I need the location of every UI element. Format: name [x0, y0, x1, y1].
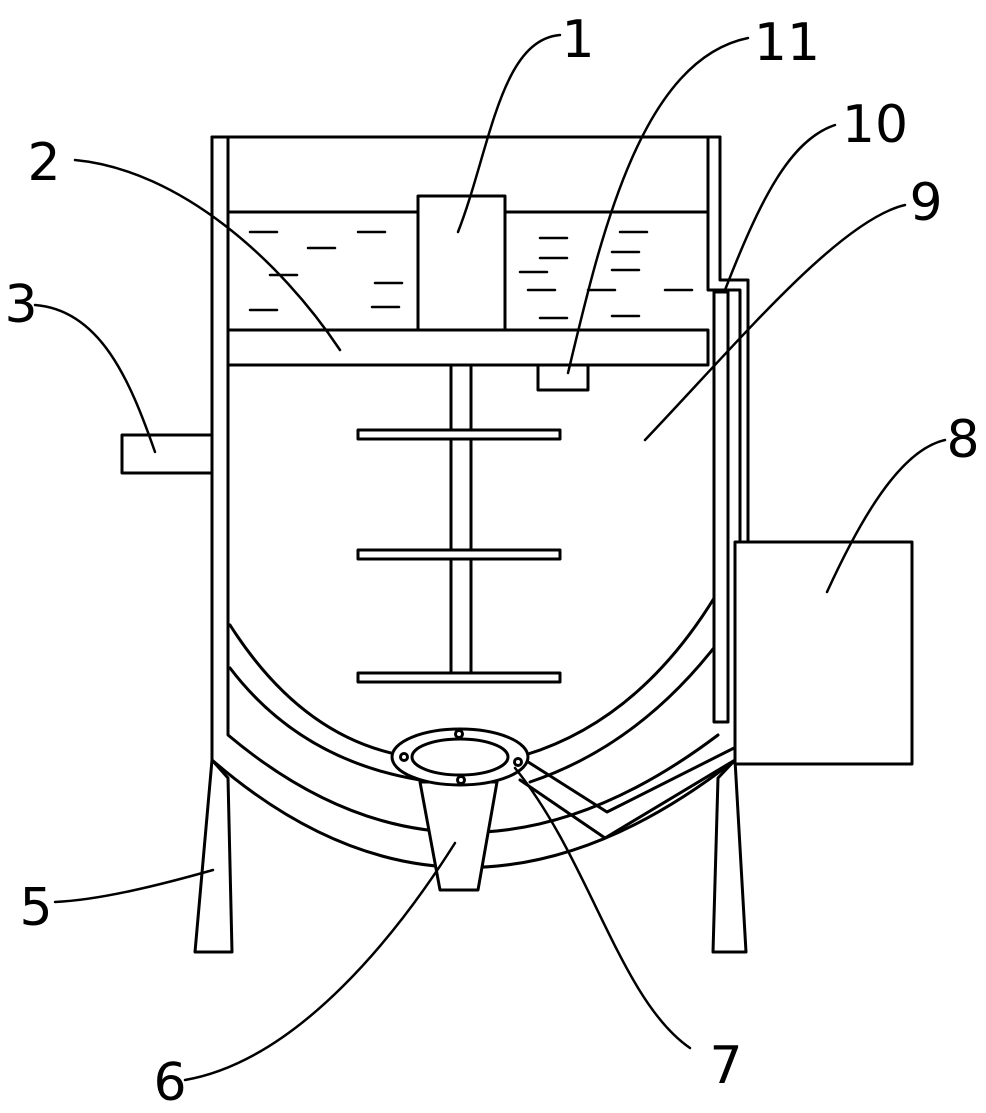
- label-10: 10: [842, 95, 908, 155]
- heating-tube: [712, 290, 730, 724]
- stirrer-blade-top: [356, 428, 562, 441]
- motor: [416, 194, 507, 332]
- liquid-dashes: [248, 230, 694, 320]
- label-7: 7: [709, 1036, 742, 1096]
- vessel-bowl-inner: [228, 666, 422, 782]
- stirrer-shaft: [449, 363, 473, 675]
- outlet-pipe-upper: [523, 743, 742, 814]
- label-11: 11: [754, 13, 820, 73]
- label-8: 8: [946, 410, 979, 470]
- flange: [390, 727, 530, 787]
- partition-plate: [226, 328, 710, 367]
- legs: [193, 758, 748, 954]
- outlet-pipe-lower: [518, 758, 737, 840]
- stirrer-blade-middle: [356, 548, 562, 561]
- sensor: [536, 363, 590, 392]
- label-2: 2: [27, 133, 60, 193]
- outer-shell-right-upper: [718, 135, 750, 547]
- inlet-pipe: [120, 433, 214, 475]
- label-9: 9: [909, 173, 942, 233]
- vessel-bowl-right-outer: [523, 593, 718, 757]
- side-box: [733, 540, 914, 766]
- vessel-bowl-outer: [228, 623, 402, 757]
- stirrer-blade-bottom: [356, 671, 562, 684]
- leader-lines: [33, 33, 947, 1082]
- callout-labels: 1 11 10 9 2 3 8 5 6 7: [4, 10, 979, 1113]
- label-1: 1: [561, 10, 594, 70]
- discharge-funnel: [418, 780, 499, 892]
- label-5: 5: [19, 878, 52, 938]
- label-6: 6: [153, 1053, 186, 1113]
- label-3: 3: [4, 275, 37, 335]
- vessel-bowl-right-inner: [528, 638, 722, 784]
